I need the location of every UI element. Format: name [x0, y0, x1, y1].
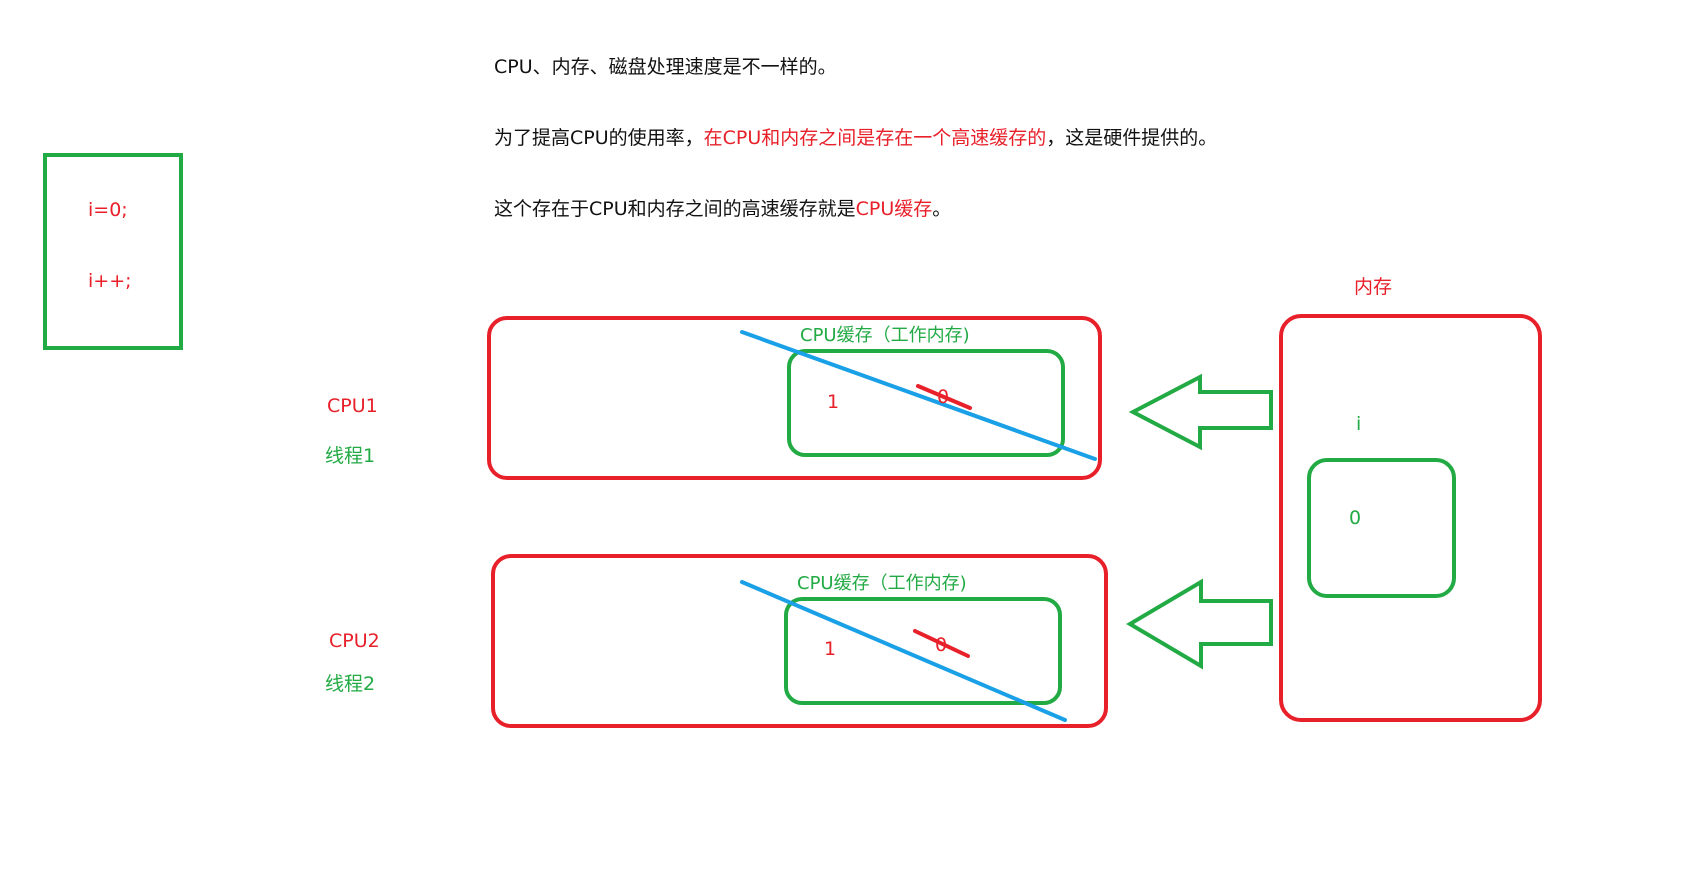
memory-var-box	[1307, 458, 1456, 598]
arrow-memory-to-cpu1	[1128, 373, 1273, 451]
note-line-2-highlight: 在CPU和内存之间是存在一个高速缓存的	[703, 127, 1047, 149]
cpu2-blue-diagonal	[740, 580, 1067, 722]
cpu2-thread-label: 线程2	[325, 673, 376, 695]
cpu2-old-value-strike	[913, 629, 970, 658]
code-box	[43, 153, 183, 350]
cpu2-box	[491, 554, 1108, 728]
memory-var-value: 0	[1349, 507, 1362, 529]
cpu1-old-value: 0	[937, 386, 950, 408]
note-line-1: CPU、内存、磁盘处理速度是不一样的。	[494, 58, 837, 77]
note-line-3: 这个存在于CPU和内存之间的高速缓存就是CPU缓存。	[494, 200, 951, 219]
cpu2-cache-title: CPU缓存（工作内存)	[797, 573, 967, 594]
cpu1-blue-diagonal	[740, 330, 1097, 461]
cpu2-name: CPU2	[329, 630, 380, 652]
cpu1-box	[487, 316, 1102, 480]
code-line-1: i=0;	[88, 199, 128, 221]
note-line-2-pre: 为了提高CPU的使用率，	[494, 127, 704, 149]
cpu1-cache-title: CPU缓存（工作内存)	[800, 325, 970, 346]
cpu1-thread-label: 线程1	[325, 445, 376, 467]
memory-title: 内存	[1354, 276, 1393, 298]
cpu2-cache-box	[784, 597, 1062, 705]
code-line-2: i++;	[88, 270, 132, 292]
note-line-3-post: 。	[932, 198, 952, 220]
note-line-2-post: ，这是硬件提供的。	[1046, 127, 1218, 149]
cpu2-old-value: 0	[935, 634, 948, 656]
cpu2-new-value: 1	[824, 638, 837, 660]
note-line-3-highlight: CPU缓存	[855, 198, 933, 220]
arrow-memory-to-cpu2	[1126, 578, 1273, 670]
note-line-1-text: CPU、内存、磁盘处理速度是不一样的。	[494, 56, 837, 78]
note-line-2: 为了提高CPU的使用率，在CPU和内存之间是存在一个高速缓存的，这是硬件提供的。	[494, 129, 1217, 148]
cpu1-name: CPU1	[327, 395, 378, 417]
memory-var-name: i	[1356, 413, 1362, 435]
note-line-3-pre: 这个存在于CPU和内存之间的高速缓存就是	[494, 198, 856, 220]
memory-box	[1279, 314, 1542, 722]
cpu1-cache-box	[787, 349, 1065, 457]
cpu1-new-value: 1	[827, 391, 840, 413]
cpu1-old-value-strike	[916, 384, 972, 410]
